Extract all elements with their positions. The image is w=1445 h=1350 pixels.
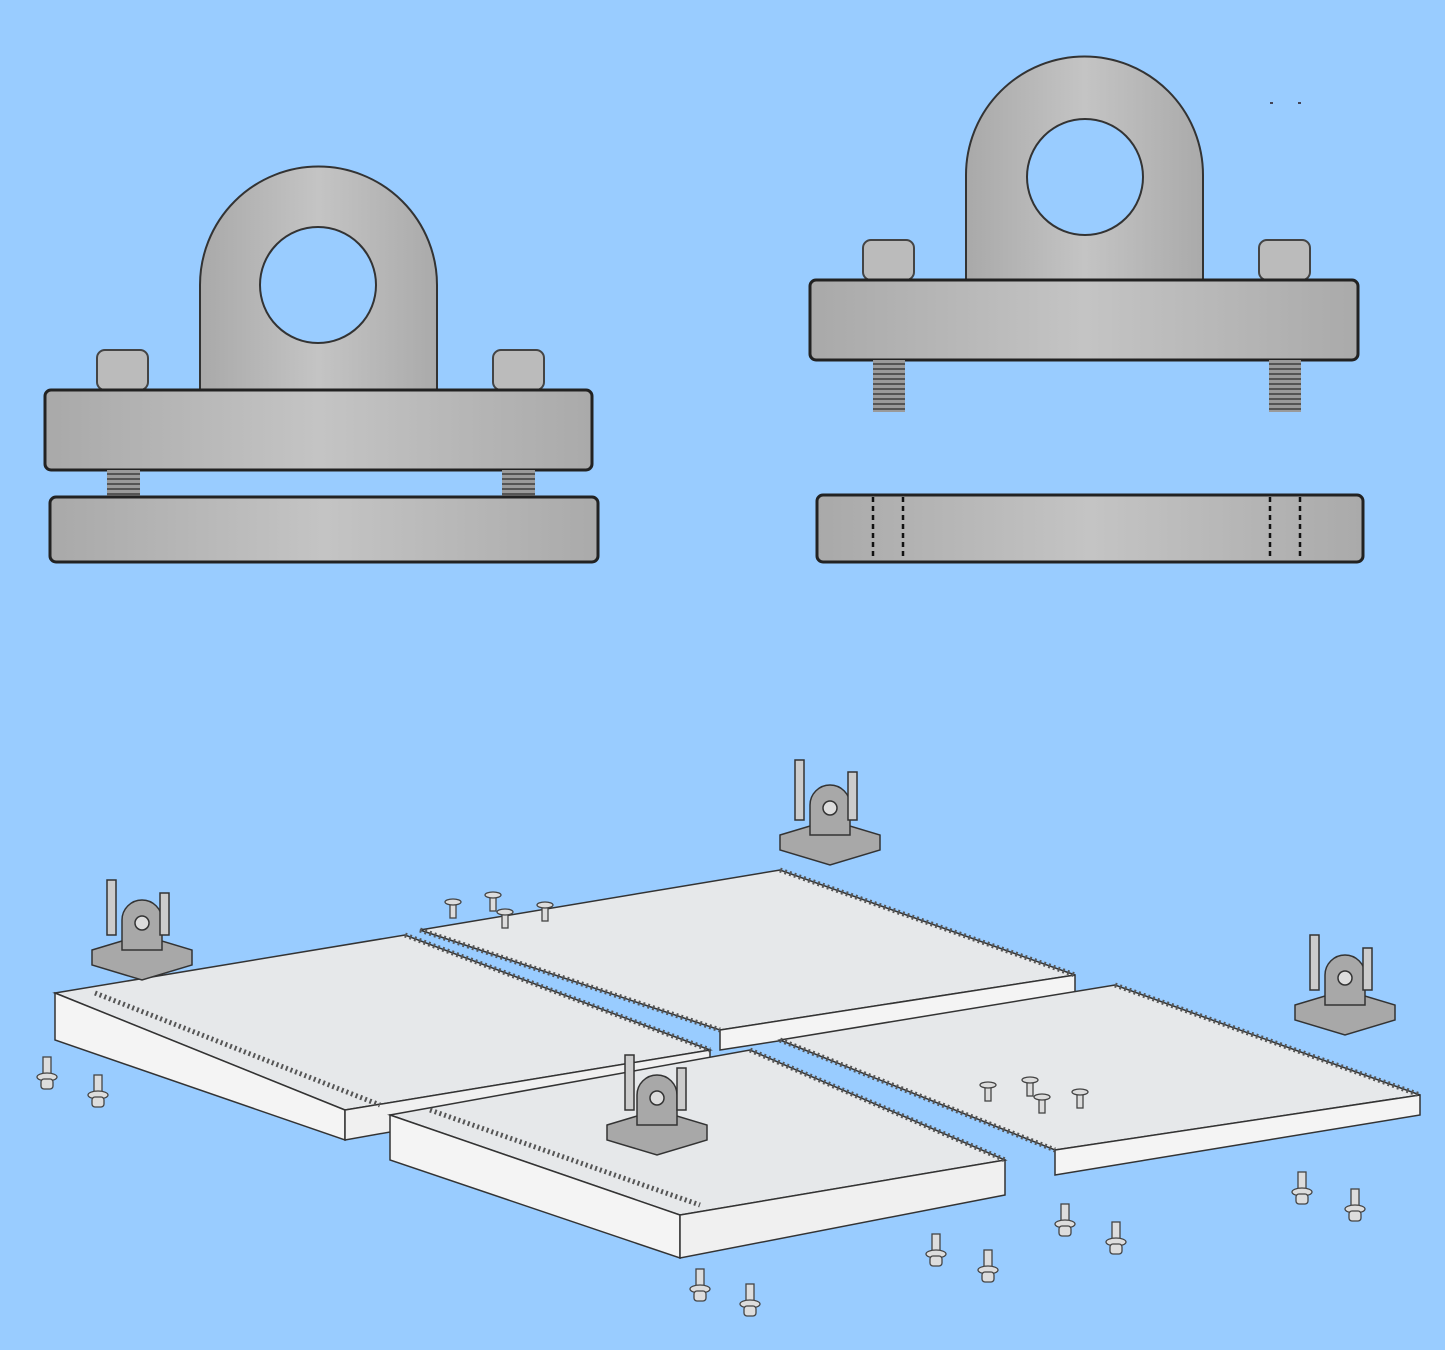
screw [977,1249,999,1283]
panel-assembly-isometric [52,867,1421,1260]
thread-left [107,470,140,498]
screw-head-left [96,349,149,391]
screw [444,898,462,919]
screw [87,1074,109,1108]
screw [1033,1093,1051,1114]
clamp-bar-top [43,388,594,472]
clamp-bar-bottom [48,495,600,564]
small-bracket [779,759,881,866]
small-bracket [91,879,193,981]
screw-head-right [1258,239,1311,281]
stray-marks [1270,102,1301,104]
screw [1291,1171,1313,1205]
thread-left [873,360,905,412]
clamp-bar-bottom [815,493,1365,564]
lug-plate [199,165,438,393]
panel-front-left [387,1047,1008,1260]
screw [484,891,502,912]
clamp-bar-top [808,278,1360,362]
screw [925,1233,947,1267]
screw [1021,1076,1039,1097]
small-brackets [91,759,1396,1156]
screw [739,1283,761,1317]
lug-plate [965,55,1204,283]
panel-back-right [419,867,1076,1051]
screw [979,1081,997,1102]
thread-right [502,470,535,498]
bracket-exploded [808,55,1365,564]
screw [689,1268,711,1302]
screw [36,1056,58,1090]
loose-screws [36,891,1366,1317]
panel-front-right [777,982,1421,1176]
small-bracket [1294,934,1396,1036]
screw [1105,1221,1127,1255]
screw [1054,1203,1076,1237]
panel-back-left [52,932,713,1142]
small-bracket [606,1054,708,1156]
screw [1344,1188,1366,1222]
screw-head-left [862,239,915,281]
screw-head-right [492,349,545,391]
screw [496,908,514,929]
thread-right [1269,360,1301,412]
hidden-hole-lines [871,497,1302,560]
screw [1071,1088,1089,1109]
screw [536,901,554,922]
bracket-assembled [43,165,600,564]
